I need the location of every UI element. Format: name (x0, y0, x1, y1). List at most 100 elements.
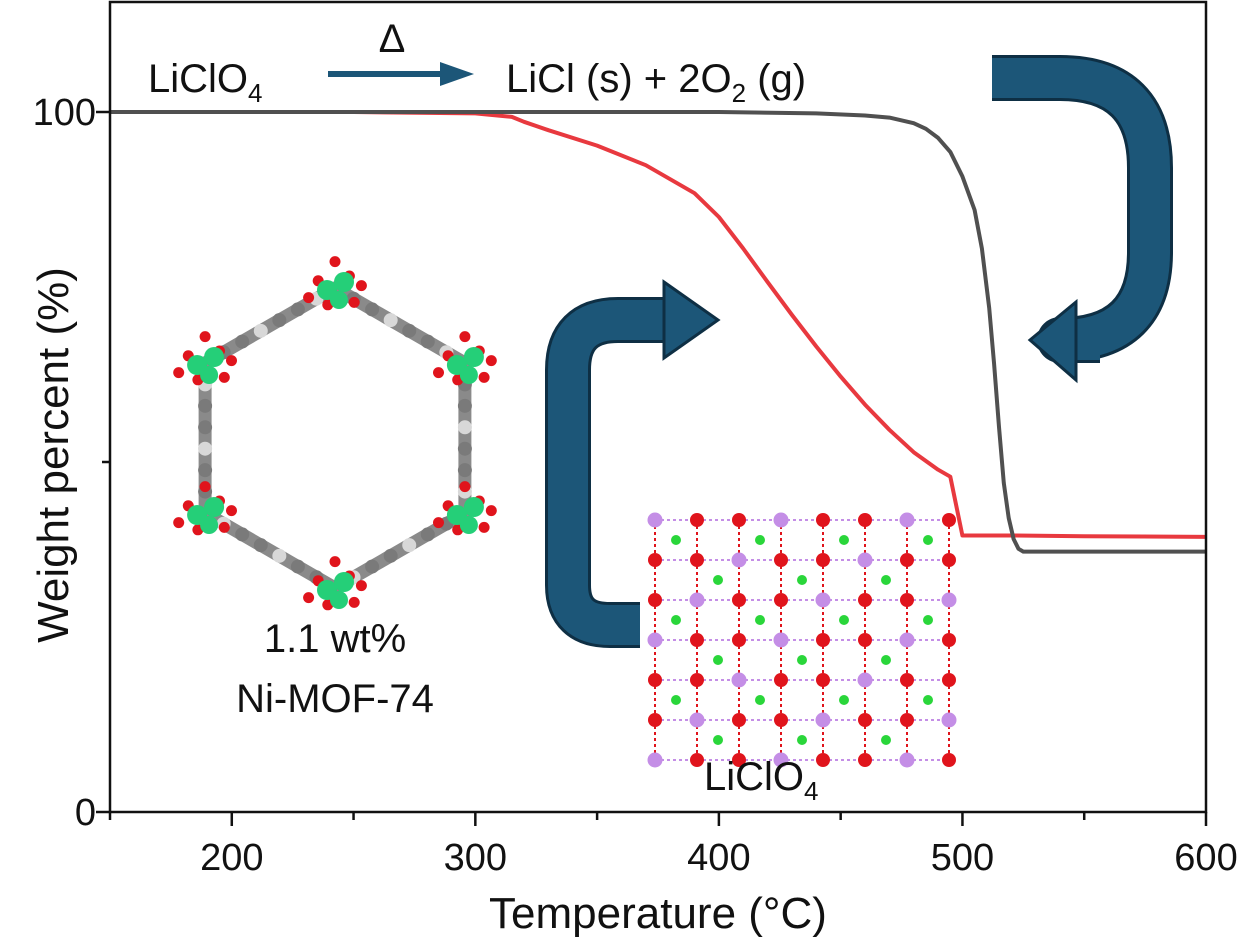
crystal-oxygen-atom (648, 713, 662, 727)
mof-oxygen-atom (225, 355, 237, 367)
crystal-oxygen-atom (816, 673, 830, 687)
x-tick-label: 500 (931, 837, 994, 879)
chlorine-atom (797, 735, 807, 745)
mof-carbon-atom (235, 334, 250, 349)
chlorine-atom (923, 695, 933, 705)
lithium-atom (689, 592, 705, 608)
mof-carbon-atom (365, 302, 380, 317)
mof-nickel-atom (334, 572, 354, 592)
crystal-oxygen-atom (900, 593, 914, 607)
reaction-condition: Δ (379, 17, 406, 61)
lithium-atom (899, 632, 915, 648)
mof-carbon-atom (290, 559, 305, 574)
mof-nickel-atom (334, 272, 354, 292)
crystal-oxygen-atom (774, 673, 788, 687)
mof-oxygen-atom (355, 280, 367, 292)
y-tick-label: 100 (33, 92, 96, 134)
mof-carbon-atom (383, 313, 398, 328)
chlorine-atom (881, 735, 891, 745)
mof-nickel-atom (200, 516, 219, 534)
mof-oxygen-atom (478, 371, 490, 383)
mof-carbon-atom (402, 538, 417, 553)
mof-oxygen-atom (173, 517, 185, 529)
crystal-oxygen-atom (942, 753, 956, 767)
chlorine-atom (923, 535, 933, 545)
lithium-atom (899, 752, 915, 768)
mof-carbon-atom (290, 302, 305, 317)
mof-carbon-atom (420, 527, 435, 542)
crystal-oxygen-atom (648, 673, 662, 687)
mof-oxygen-atom (485, 505, 497, 517)
chlorine-atom (839, 535, 849, 545)
crystal-oxygen-atom (690, 553, 704, 567)
mof-oxygen-atom (173, 367, 185, 379)
chlorine-atom (671, 535, 681, 545)
crystal-oxygen-atom (858, 513, 872, 527)
chlorine-atom (713, 655, 723, 665)
mof-oxygen-atom (459, 331, 471, 343)
mof-carbon-atom (198, 463, 213, 478)
salt-caption: LiClO (704, 755, 804, 799)
chlorine-atom (797, 575, 807, 585)
chlorine-atom (755, 615, 765, 625)
chlorine-atom (881, 655, 891, 665)
mof-carbon-atom (457, 398, 472, 413)
lithium-atom (773, 752, 789, 768)
chlorine-atom (671, 615, 681, 625)
lithium-atom (647, 512, 663, 528)
mof-oxygen-atom (478, 521, 490, 533)
reaction-reactant: LiClO (148, 57, 248, 101)
mof-oxygen-atom (329, 556, 341, 568)
crystal-oxygen-atom (690, 513, 704, 527)
lithium-atom (647, 632, 663, 648)
mof-oxygen-atom (433, 517, 445, 529)
svg-text:LiClO4: LiClO4 (704, 755, 819, 806)
mof-carbon-atom (253, 323, 268, 338)
mof-carbon-atom (365, 559, 380, 574)
lithium-atom (857, 552, 873, 568)
mof-carbon-atom (253, 538, 268, 553)
crystal-oxygen-atom (858, 713, 872, 727)
crystal-oxygen-atom (858, 753, 872, 767)
liclo4-crystal-structure-image (647, 512, 957, 768)
crystal-oxygen-atom (648, 553, 662, 567)
svg-text:LiClO4: LiClO4 (148, 57, 263, 108)
crystal-oxygen-atom (900, 553, 914, 567)
mof-oxygen-atom (433, 367, 445, 379)
chlorine-atom (755, 535, 765, 545)
mof-nickel-atom (204, 347, 225, 367)
mof-oxygen-atom (218, 371, 230, 383)
lithium-atom (731, 552, 747, 568)
chlorine-atom (839, 695, 849, 705)
mof-carbon-atom (457, 463, 472, 478)
chlorine-atom (671, 695, 681, 705)
ni-mof-74-structure-image (173, 256, 497, 611)
salt-caption-subscript: 4 (804, 776, 818, 806)
crystal-oxygen-atom (732, 593, 746, 607)
mof-carbon-atom (272, 548, 287, 563)
crystal-oxygen-atom (774, 553, 788, 567)
mof-carbon-atom (198, 420, 213, 435)
mof-oxygen-atom (459, 481, 471, 493)
svg-text:LiCl (s) + 2O2 (g): LiCl (s) + 2O2 (g) (506, 57, 806, 108)
reaction-product-state: (g) (746, 57, 806, 101)
crystal-oxygen-atom (690, 673, 704, 687)
reaction-product-subscript: 2 (732, 78, 746, 108)
x-tick-label: 300 (444, 837, 507, 879)
crystal-oxygen-atom (816, 553, 830, 567)
mof-carbon-atom (402, 323, 417, 338)
crystal-oxygen-atom (858, 633, 872, 647)
y-tick-label: 0 (75, 792, 96, 834)
mof-carbon-atom (383, 548, 398, 563)
mof-nickel-atom (330, 591, 348, 609)
mof-carbon-atom (457, 441, 472, 456)
mof-oxygen-atom (355, 580, 367, 592)
reaction-product: LiCl (s) + 2O (506, 57, 732, 101)
mof-oxygen-atom (199, 481, 211, 493)
lithium-atom (941, 712, 957, 728)
reaction-reactant-subscript: 4 (248, 78, 262, 108)
mof-oxygen-atom (303, 592, 315, 604)
mof-carbon-atom (198, 398, 213, 413)
crystal-oxygen-atom (816, 513, 830, 527)
mof-oxygen-atom (303, 292, 315, 304)
